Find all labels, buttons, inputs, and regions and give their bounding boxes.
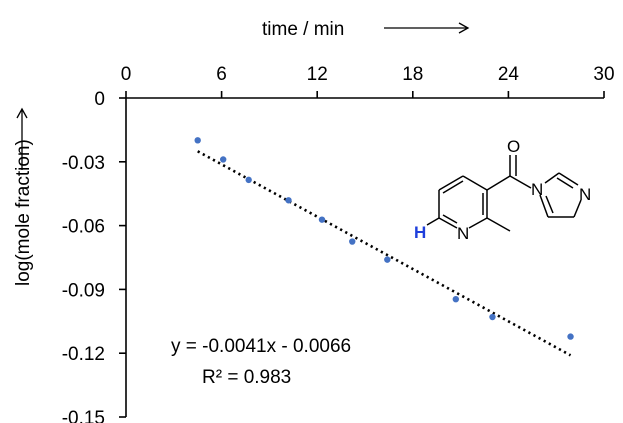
pyridine-nitrogen-label: N <box>457 224 469 243</box>
data-point <box>384 256 391 263</box>
y-axis-arrow <box>16 107 28 170</box>
y-tick-label: -0.06 <box>62 217 105 238</box>
hydrogen-label: H <box>414 223 426 242</box>
x-tick-label: 24 <box>498 64 520 85</box>
y-tick-label: 0 <box>94 89 105 110</box>
data-point <box>349 238 356 245</box>
axes <box>125 97 604 417</box>
data-point <box>219 156 227 163</box>
data-point <box>452 295 460 303</box>
data-point <box>285 197 292 204</box>
y-ticks: 0 -0.03 -0.06 -0.09 -0.12 -0.15 <box>62 89 126 423</box>
data-points <box>194 137 574 340</box>
oxygen-label: O <box>507 137 520 156</box>
y-tick-label: -0.15 <box>62 408 105 423</box>
trendline-equation: y = -0.0041x - 0.0066 <box>171 336 351 357</box>
x-axis-title: time / min <box>262 19 344 40</box>
x-tick-label: 6 <box>216 64 227 85</box>
data-point <box>489 313 496 321</box>
y-axis-title: log(mole fraction) <box>13 139 34 286</box>
x-tick-label: 0 <box>121 64 132 85</box>
x-axis-arrow <box>384 22 470 34</box>
imidazole-n1-label: N <box>531 180 543 199</box>
r-squared-label: R² = 0.983 <box>202 367 291 388</box>
x-ticks: 0 6 12 18 24 30 <box>121 64 615 98</box>
x-tick-label: 18 <box>402 64 423 85</box>
x-tick-label: 30 <box>593 64 614 85</box>
imidazole-n3-label: N <box>579 185 591 204</box>
data-point <box>567 333 574 340</box>
data-point <box>194 137 201 144</box>
y-tick-label: -0.12 <box>62 344 105 365</box>
data-point <box>318 216 326 223</box>
y-tick-label: -0.03 <box>62 153 105 174</box>
y-tick-label: -0.09 <box>62 280 105 301</box>
x-tick-label: 12 <box>307 64 328 85</box>
molecule-structure <box>426 155 582 232</box>
trendline <box>197 150 572 357</box>
data-point <box>245 176 252 184</box>
